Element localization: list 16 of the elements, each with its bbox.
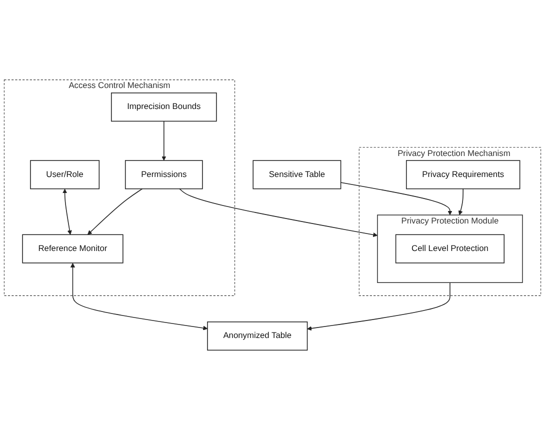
arrow — [340, 182, 452, 216]
node-box: Permissions — [124, 160, 203, 190]
arrow — [87, 188, 143, 235]
node-box: Imprecision Bounds — [110, 92, 217, 122]
arrow — [70, 262, 208, 330]
node-box: Cell Level Protection — [395, 234, 505, 264]
arrow — [62, 188, 72, 235]
arrow — [162, 120, 166, 161]
node-box: Anonymized Table — [207, 322, 308, 351]
node-box: Reference Monitor — [22, 234, 124, 264]
node-box: User/Role — [30, 160, 100, 190]
arrow — [458, 188, 464, 216]
node-box: Sensitive Table — [252, 160, 342, 190]
node-box: Privacy Requirements — [406, 160, 520, 190]
arrow — [307, 282, 450, 331]
arrow — [179, 188, 378, 238]
